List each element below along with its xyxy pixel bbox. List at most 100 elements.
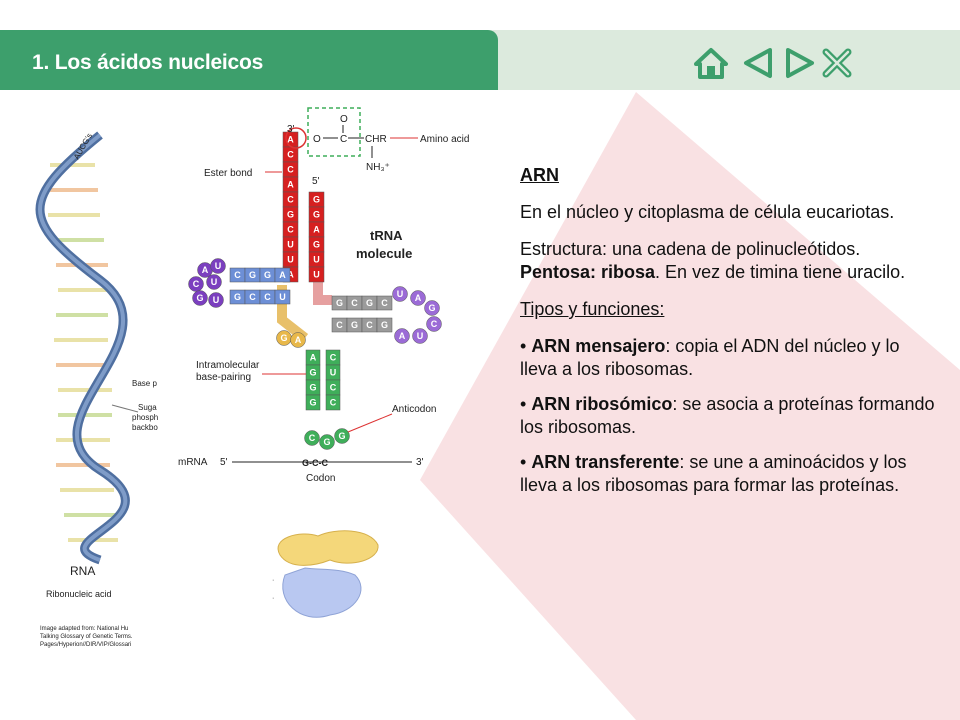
carbon-atom: C [340,134,347,145]
svg-text:·: · [272,595,274,602]
anticodon-nucleotide [319,434,335,450]
acceptor-right-block [308,266,325,283]
close-button[interactable] [818,44,856,82]
d-arm-bottom-base: C [249,292,256,302]
acceptor-left-base: A [287,180,294,190]
trna-title-1: tRNA [370,228,403,243]
t-arm-top-base: G [366,298,373,308]
d-arm-bottom-base: G [234,292,241,302]
d-loop-base: A [202,265,209,275]
t-loop-base: A [399,331,406,341]
d-arm-bottom-base: C [264,292,271,302]
list-item: • ARN mensajero: copia el ADN del núcleo… [520,336,900,379]
mrna-3-label: 3' [416,457,424,468]
pentose-text: Pentosa: ribosa [520,262,656,282]
anticodon-right-base: U [330,368,337,378]
t-loop-base: G [428,303,435,313]
t-loop-nucleotide [392,286,408,302]
content-heading: ARN [520,165,559,185]
anticodon-left-base: G [309,383,316,393]
chr-group: CHR [365,134,387,145]
t-arm-top-block [376,295,393,311]
anticodon-base: C [309,433,316,443]
rna-title: RNA [70,564,95,578]
variable-nucleotide [290,332,306,348]
acceptor-left-base: A [287,135,294,145]
rna-subtitle: Ribonucleic acid [46,589,112,599]
item-title: ARN transferente [531,452,680,472]
home-button[interactable] [692,44,730,82]
previous-button[interactable] [740,44,778,82]
rna-helix-figure: AUCG's Base p Suga phosph backbo RNA Rib… [35,131,158,648]
t-arm-bottom-base: G [351,320,358,330]
previous-icon [744,48,772,78]
amine-group: NH₃⁺ [366,162,390,173]
ribosome-figure: · · [272,530,379,618]
next-button[interactable] [780,44,818,82]
d-loop-base: C [193,279,200,289]
list-item: • ARN ribosómico: se asocia a proteínas … [520,394,935,437]
list-item: • ARN transferente: se une a aminoácidos… [520,452,907,495]
amino-acid-label: Amino acid [420,134,469,145]
figures: AUCG's Base p Suga phosph backbo RNA Rib… [35,107,469,648]
d-arm-bottom-block [274,289,291,305]
acceptor-right-base: U [313,270,320,280]
intramolecular-label-1: Intramolecular [196,360,260,371]
anticodon-right-base: C [330,398,337,408]
d-loop-nucleotide [208,292,224,308]
acceptor-right-base: U [313,255,320,265]
sugar-label-3: backbo [132,423,158,432]
title-tab [0,30,498,90]
uracil-text: . En vez de timina tiene uracilo. [655,262,906,282]
item-title: ARN ribosómico [531,394,673,414]
intramolecular-label-2: base-pairing [196,372,251,383]
acceptor-left-base: C [287,195,294,205]
acceptor-left-base: C [287,165,294,175]
acceptor-left-base: C [287,225,294,235]
anticodon-base: G [338,431,345,441]
anticodon-left-base: G [309,368,316,378]
anticodon-left-block [305,394,321,411]
mrna-5-label: 5' [220,457,228,468]
home-icon [694,48,728,79]
content-panel: ARN En el núcleo y citoplasma de célula … [520,164,940,497]
d-arm-top-base: G [264,270,271,280]
rna-credit-3: Pages/Hyperion//DIR/VIP/Glossari [40,642,131,648]
structure-paragraph: Estructura: una cadena de polinucleótido… [520,238,940,284]
item-title: ARN mensajero [531,336,666,356]
acceptor-right-base: G [313,240,320,250]
d-loop-nucleotide [192,290,208,306]
t-loop-nucleotide [412,328,428,344]
acceptor-right-base: A [313,225,320,235]
t-loop-base: C [431,319,438,329]
d-arm-top-base: C [234,270,241,280]
oxygen-atom: O [313,134,321,145]
oxygen-double: O [340,114,348,125]
trna-title-2: molecule [356,246,412,261]
d-loop-base: U [215,261,222,271]
item-text: : copia el ADN del núcleo y lo lleva a l… [520,336,900,379]
five-prime-label: 5' [312,176,320,187]
t-arm-bottom-base: C [336,320,343,330]
variable-base: G [280,333,287,343]
anticodon-nucleotide [304,430,320,446]
location-paragraph: En el núcleo y citoplasma de célula euca… [520,202,895,222]
sugar-label-1: Suga [138,403,157,412]
anticodon-nucleotide [334,428,350,444]
acceptor-left-base: U [287,255,294,265]
d-loop-base: G [196,293,203,303]
codon-sequence: G-C-C [302,458,328,468]
d-loop-base: U [213,295,220,305]
svg-text:·: · [272,577,274,584]
t-loop-nucleotide [426,316,442,332]
close-icon [822,48,852,78]
